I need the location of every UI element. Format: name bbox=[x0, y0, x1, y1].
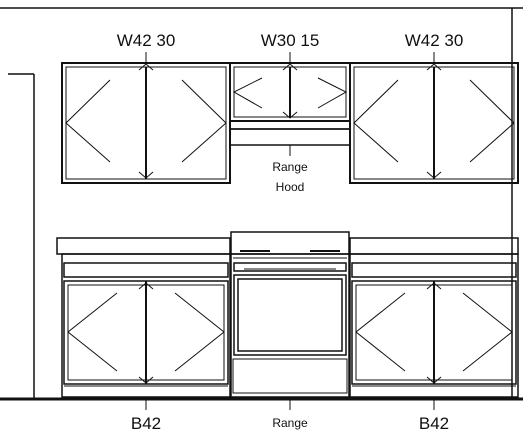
base-cabinet-left bbox=[61, 253, 231, 398]
upper-cabinet-left bbox=[61, 52, 231, 184]
label-upper-left: W42 30 bbox=[117, 31, 176, 50]
countertop-left bbox=[56, 237, 231, 255]
upper-cabinet-center bbox=[229, 52, 351, 122]
label-hood-line2: Hood bbox=[276, 180, 305, 194]
label-base-center: Range bbox=[272, 416, 308, 430]
left-wall bbox=[8, 73, 35, 398]
label-upper-right: W42 30 bbox=[405, 31, 464, 50]
countertop-right bbox=[349, 237, 519, 255]
label-base-left: B42 bbox=[131, 414, 161, 433]
range bbox=[230, 231, 350, 398]
label-base-right: B42 bbox=[419, 414, 449, 433]
label-upper-center: W30 15 bbox=[261, 31, 320, 50]
upper-cabinet-right bbox=[349, 52, 519, 184]
label-hood-line1: Range bbox=[272, 160, 308, 174]
range-hood bbox=[229, 120, 351, 156]
base-cabinet-right bbox=[349, 253, 519, 398]
